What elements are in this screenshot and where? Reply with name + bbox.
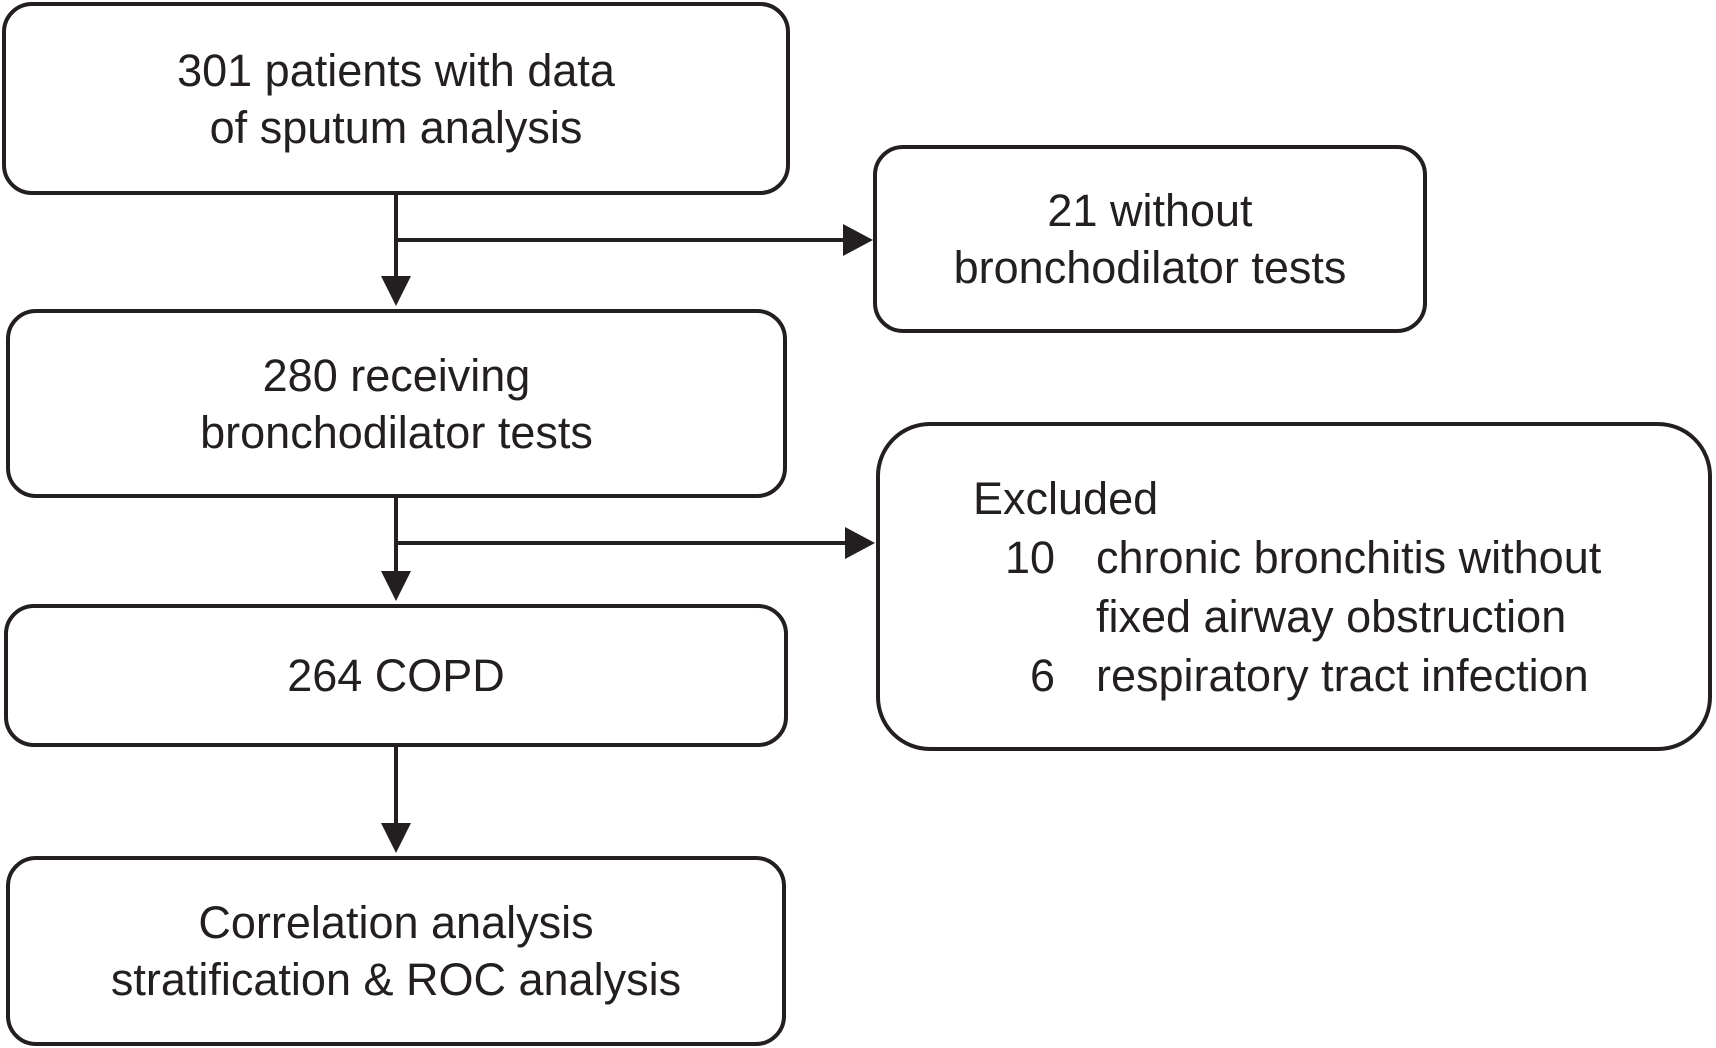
excluded-item: 6 respiratory tract infection — [880, 647, 1708, 707]
arrowhead-down-2 — [381, 571, 411, 601]
arrowhead-down-1 — [381, 276, 411, 306]
box-line: 280 receiving — [262, 349, 531, 401]
excluded-title: Excluded — [973, 473, 1159, 524]
excluded-count: 6 — [1029, 650, 1055, 701]
excluded-reason: respiratory tract infection — [1096, 650, 1589, 701]
excluded-item: 10 chronic bronchitis without — [880, 529, 1708, 589]
box-line: Correlation analysis — [198, 897, 594, 948]
box-copd: 264 COPD — [4, 604, 788, 747]
box-excluded: Excluded 10 chronic bronchitis without f… — [876, 422, 1712, 751]
box-line: of sputum analysis — [209, 101, 583, 153]
arrowhead-right-1 — [843, 224, 873, 256]
box-line: 301 patients with data — [177, 44, 615, 96]
box-correlation-analysis: Correlation analysis stratification & RO… — [6, 856, 786, 1046]
box-line: bronchodilator tests — [953, 242, 1347, 293]
box-receiving-bronchodilator-tests: 280 receiving bronchodilator tests — [6, 309, 787, 498]
arrowhead-down-3 — [381, 823, 411, 853]
excluded-reason: chronic bronchitis without — [1096, 532, 1602, 583]
excluded-item-continuation: fixed airway obstruction — [880, 588, 1708, 648]
box-without-bronchodilator-tests: 21 without bronchodilator tests — [873, 145, 1427, 333]
box-patients-with-sputum-data: 301 patients with data of sputum analysi… — [2, 2, 790, 195]
box-line: stratification & ROC analysis — [110, 954, 682, 1005]
excluded-reason: fixed airway obstruction — [1096, 591, 1567, 642]
box-line: 264 COPD — [287, 650, 505, 701]
box-line: bronchodilator tests — [200, 406, 593, 458]
arrowhead-right-2 — [845, 527, 875, 559]
box-line: 21 without — [1047, 185, 1253, 236]
excluded-count: 10 — [1004, 532, 1055, 583]
